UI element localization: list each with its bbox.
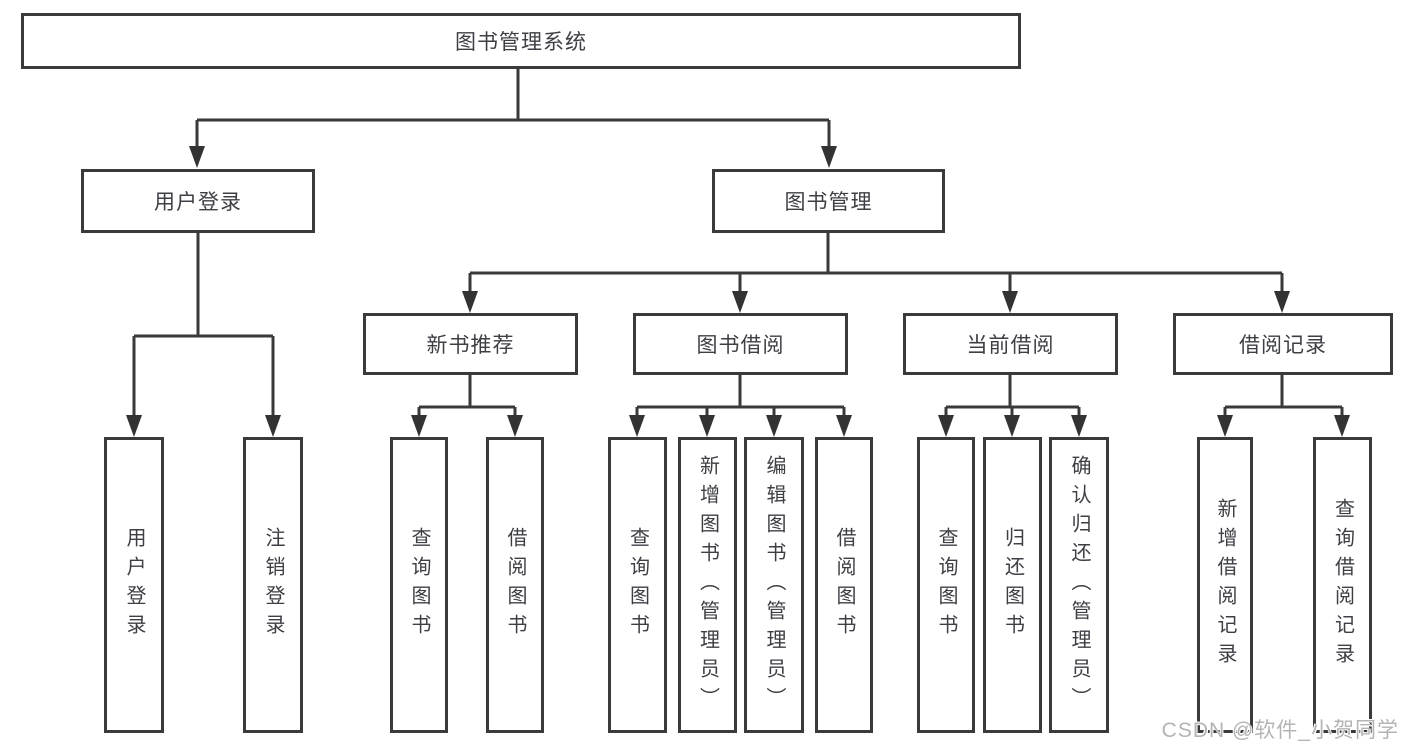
connector-book-borrow-split <box>635 375 846 419</box>
node-book-borrow: 图书借阅 <box>633 313 848 375</box>
leaf-query-borrow-record: 查询借阅记录 <box>1313 437 1372 733</box>
arrow-icon <box>1002 291 1018 313</box>
arrow-icon <box>836 415 852 437</box>
arrow-icon <box>1004 415 1020 437</box>
leaf-query-books-1: 查询图书 <box>390 437 448 733</box>
connector-current-borrow-split <box>944 375 1081 419</box>
leaf-add-books-admin: 新增图书（管理员） <box>678 437 737 733</box>
arrow-icon <box>189 146 205 168</box>
arrow-icon <box>411 415 427 437</box>
connector-borrow-record-split <box>1223 375 1344 419</box>
leaf-logout: 注销登录 <box>243 437 303 733</box>
arrow-icon <box>699 415 715 437</box>
arrow-icon <box>462 291 478 313</box>
arrow-icon <box>766 415 782 437</box>
node-book-management: 图书管理 <box>712 169 945 233</box>
arrow-icon <box>1274 291 1290 313</box>
arrow-icon <box>1071 415 1087 437</box>
connector-root-split <box>195 69 831 150</box>
arrow-icon <box>821 146 837 168</box>
arrow-icon <box>507 415 523 437</box>
arrow-icon <box>126 415 142 437</box>
csdn-watermark: CSDN @软件_小贺同学 <box>1161 719 1399 742</box>
leaf-return-books: 归还图书 <box>983 437 1042 733</box>
leaf-borrow-books-2: 借阅图书 <box>815 437 873 733</box>
node-root-system: 图书管理系统 <box>21 13 1021 69</box>
leaf-query-books-2: 查询图书 <box>608 437 667 733</box>
arrow-icon <box>1334 415 1350 437</box>
leaf-edit-books-admin: 编辑图书（管理员） <box>744 437 804 733</box>
arrow-icon <box>938 415 954 437</box>
connector-book-mgmt-split <box>468 233 1284 295</box>
arrow-icon <box>1217 415 1233 437</box>
connector-user-login-split <box>132 233 275 419</box>
node-borrow-record: 借阅记录 <box>1173 313 1393 375</box>
arrow-icon <box>732 291 748 313</box>
leaf-query-books-3: 查询图书 <box>917 437 975 733</box>
leaf-confirm-return-admin: 确认归还（管理员） <box>1049 437 1109 733</box>
arrow-icon <box>265 415 281 437</box>
connector-new-book-split <box>417 375 517 419</box>
leaf-add-borrow-record: 新增借阅记录 <box>1197 437 1253 733</box>
node-current-borrow: 当前借阅 <box>903 313 1118 375</box>
leaf-borrow-books-1: 借阅图书 <box>486 437 544 733</box>
leaf-user-login: 用户登录 <box>104 437 164 733</box>
node-user-login: 用户登录 <box>81 169 315 233</box>
node-new-book-recommend: 新书推荐 <box>363 313 578 375</box>
arrow-icon <box>629 415 645 437</box>
arrowheads <box>126 146 1350 437</box>
